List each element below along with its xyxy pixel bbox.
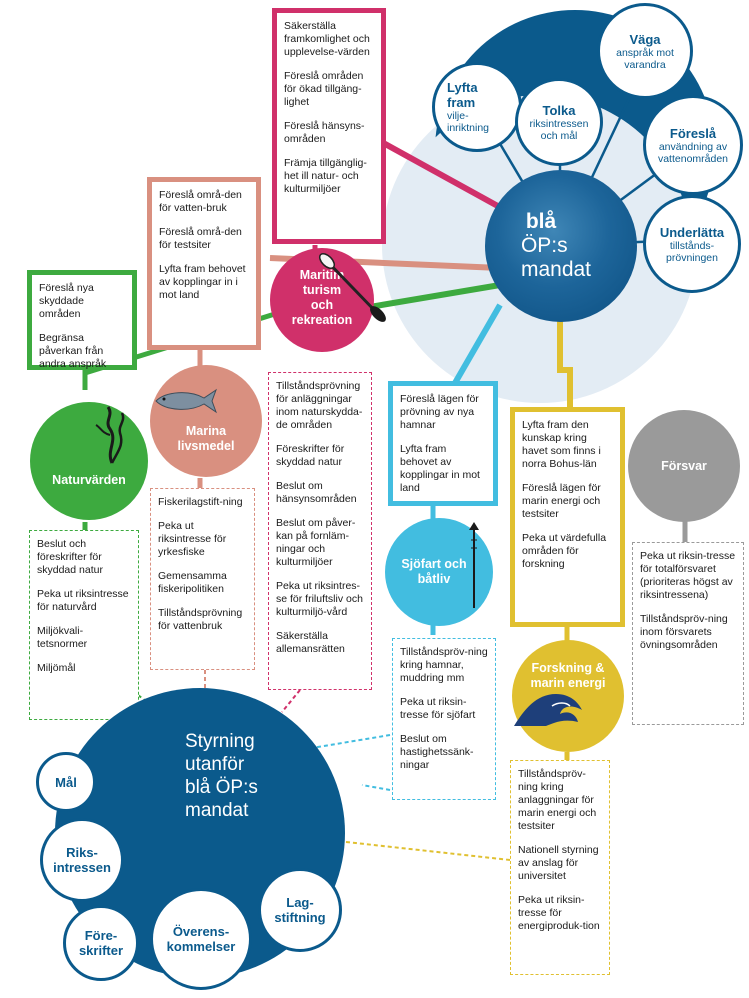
center-circle: blå ÖP:s mandat xyxy=(485,170,637,322)
box-text-item: Lyfta fram den kunskap kring havet som f… xyxy=(522,419,601,470)
box-text-item: Föreslå områden för ökad tillgäng-lighet xyxy=(284,70,364,108)
box-text-item: Föreslå hänsyns-områden xyxy=(284,120,365,145)
box-text-item: Föreslå nya skyddade områden xyxy=(39,282,94,320)
box-text-item: Föreslå lägen för marin energi och tests… xyxy=(522,482,601,520)
mandate-vaga: Väga anspråk mot varandra xyxy=(597,3,693,99)
box-text-item: Peka ut värdefulla områden för forskning xyxy=(522,532,607,570)
box-text-item: Föreslå lägen för prövning av nya hamnar xyxy=(400,393,479,431)
box-text-item: Säkerställa allemansrätten xyxy=(276,630,345,655)
seaweed-icon xyxy=(92,405,132,465)
center-title: blå xyxy=(525,210,557,233)
forsvar-bottom-box: Peka ut riksin-tresse för totalförsvaret… xyxy=(632,542,744,725)
buoy-icon xyxy=(466,520,482,610)
outside-item-overenskommelser: Överens- kommelser xyxy=(150,888,252,990)
sjofart-top-box: Föreslå lägen för prövning av nya hamnar… xyxy=(388,381,498,506)
mandate-lyfta: Lyfta fram vilje- inriktning xyxy=(432,62,522,152)
box-text-item: Säkerställa framkomlighet och upplevelse… xyxy=(284,20,370,58)
box-text-item: Nationell styrning av anslag för univers… xyxy=(518,844,599,882)
box-text-item: Peka ut riksintresse för yrkesfiske xyxy=(158,520,227,558)
box-text-item: Peka ut riksintresse för naturvård xyxy=(37,588,129,613)
sjofart-bottom-box: Tillståndspröv-ning kring hamnar, muddri… xyxy=(392,638,496,800)
natur-circle: Naturvärden xyxy=(30,402,148,520)
mandate-foresla: Föreslå användning av vattenområden xyxy=(643,95,743,195)
livsmedel-circle: Marina livsmedel xyxy=(150,365,262,477)
maritim-top-b-box: Föreslå områ-den för vatten-bruk Föreslå… xyxy=(147,177,261,350)
outside-item-riksintressen: Riks- intressen xyxy=(40,818,124,902)
center-subtitle: ÖP:s mandat xyxy=(520,234,592,281)
connector-forskning-center xyxy=(557,310,573,410)
maritim-bottom-box: Tillståndsprövning för anläggningar inom… xyxy=(268,372,372,690)
box-text-item: Tillståndsprövning för vattenbruk xyxy=(158,607,243,632)
box-text-item: Peka ut riksin-tresse för sjöfart xyxy=(400,696,476,721)
forskning-top-box: Lyfta fram den kunskap kring havet som f… xyxy=(510,407,625,627)
box-text-item: Föreslå områ-den för vatten-bruk xyxy=(159,189,242,214)
mandate-tolka: Tolka riksintressen och mål xyxy=(515,78,603,166)
box-text-item: Tillståndspröv-ning inom försvarets övni… xyxy=(640,613,728,651)
forskning-bottom-box: Tillståndspröv-ning kring anlaggningar f… xyxy=(510,760,610,975)
outside-item-foreskrifter: Före- skrifter xyxy=(63,905,139,981)
livsmedel-bottom-box: Fiskerilagstift-ning Peka ut riksintress… xyxy=(150,488,255,670)
box-text-item: Peka ut riksintres-se för friluftsliv oc… xyxy=(276,580,363,618)
forsvar-circle: Försvar xyxy=(628,410,740,522)
outside-item-mal: Mål xyxy=(36,752,96,812)
box-text-item: Beslut om hänsynsområden xyxy=(276,480,357,505)
connector-sjofart-center xyxy=(452,303,503,385)
box-text-item: Föreslå områ-den för testsiter xyxy=(159,226,242,251)
box-text-item: Lyfta fram behovet av kopplingar in i mo… xyxy=(159,263,246,301)
natur-bottom-box: Beslut och föreskrifter för skyddad natu… xyxy=(29,530,139,720)
forskning-circle: Forskning & marin energi xyxy=(512,640,624,752)
box-text-item: Peka ut riksin-tresse för totalförsvaret… xyxy=(640,550,736,601)
outside-item-lagstiftning: Lag- stiftning xyxy=(258,868,342,952)
box-text-item: Fiskerilagstift-ning xyxy=(158,496,243,508)
box-text-item: Tillståndspröv-ning kring anlaggningar f… xyxy=(518,768,597,832)
box-text-item: Miljömål xyxy=(37,662,76,674)
box-text-item: Tillståndspröv-ning kring hamnar, muddri… xyxy=(400,646,488,684)
maritim-circle: Maritim turism och rekreation xyxy=(270,248,374,352)
box-text-item: Föreskrifter för skyddad natur xyxy=(276,443,345,468)
box-text-item: Beslut om hastighetssänk-ningar xyxy=(400,733,474,771)
outside-mandate-title: Styrning utanför blå ÖP:s mandat xyxy=(185,731,258,821)
connector-maritim-a xyxy=(376,137,507,213)
box-text-item: Lyfta fram behovet av kopplingar in mot … xyxy=(400,443,480,494)
wave-icon xyxy=(512,688,594,728)
mandate-underlatta: Underlätta tillstånds- prövningen xyxy=(643,195,741,293)
natur-top-box: Föreslå nya skyddade områden Begränsa på… xyxy=(27,270,137,370)
maritim-top-a-box: Säkerställa framkomlighet och upplevelse… xyxy=(272,8,386,244)
box-text-item: Beslut och föreskrifter för skyddad natu… xyxy=(37,538,103,576)
box-text-item: Beslut om påver-kan på fornläm-ningar oc… xyxy=(276,517,356,568)
box-text-item: Miljökvali-tetsnormer xyxy=(37,625,88,650)
box-text-item: Tillståndsprövning för anläggningar inom… xyxy=(276,380,363,431)
box-text-item: Främja tillgänglig-het ill natur- och ku… xyxy=(284,157,367,195)
box-text-item: Peka ut riksin-tresse för energiproduk-t… xyxy=(518,894,600,932)
fish-icon xyxy=(150,386,220,416)
box-text-item: Begränsa påverkan från andra anspråk xyxy=(39,332,107,370)
box-text-item: Gemensamma fiskeripolitiken xyxy=(158,570,227,595)
paddle-icon xyxy=(318,252,388,322)
